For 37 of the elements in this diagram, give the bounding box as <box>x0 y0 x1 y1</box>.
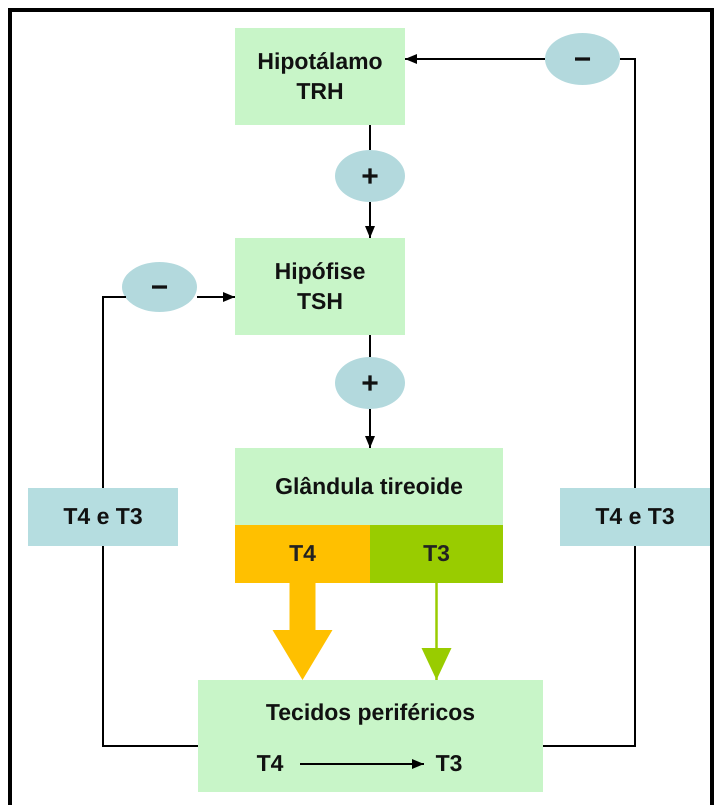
arrow <box>405 54 545 64</box>
sign-text: + <box>361 366 379 402</box>
connector-line <box>102 546 198 747</box>
connector-line <box>620 58 636 488</box>
connector-line <box>102 296 126 488</box>
arrow <box>300 759 424 769</box>
node-text: Hipófise <box>274 256 366 286</box>
node-text: T3 <box>423 539 450 568</box>
node-text: Tecidos periféricos <box>266 698 476 727</box>
process-box <box>235 28 405 125</box>
arrow <box>365 409 375 448</box>
node-text: T4 e T3 <box>595 502 675 532</box>
node-text: T4 e T3 <box>63 502 143 532</box>
node-text: TRH <box>296 76 344 106</box>
hormone-box <box>560 488 710 546</box>
node-text: Glândula tireoide <box>275 472 463 501</box>
connector-line <box>369 125 371 150</box>
connector-line <box>543 546 636 747</box>
process-box <box>198 680 543 792</box>
hormone-bar <box>235 525 370 583</box>
node-text: T4 <box>289 539 316 568</box>
hormone-box <box>28 488 178 546</box>
arrow <box>365 202 375 238</box>
arrow <box>272 583 332 680</box>
node-text: Hipotálamo <box>257 46 383 76</box>
sign-text: + <box>361 158 379 194</box>
hormone-label: T4 <box>240 748 300 780</box>
process-box <box>235 448 503 525</box>
node-text: TSH <box>297 286 343 316</box>
hormone-bar <box>370 525 503 583</box>
arrow <box>197 292 235 302</box>
arrow <box>422 583 452 680</box>
connector-line <box>369 335 371 357</box>
process-box <box>235 238 405 335</box>
sign-text: − <box>150 270 168 306</box>
hormone-label: T3 <box>424 748 474 780</box>
sign-text: − <box>574 42 592 78</box>
